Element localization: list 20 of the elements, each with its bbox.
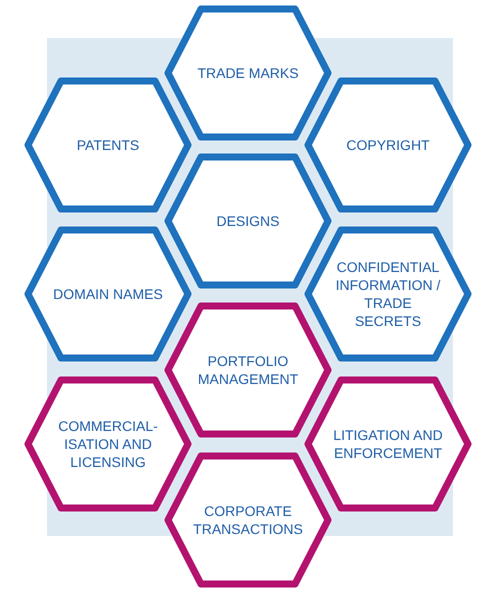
hexagon-label: DESIGNS: [215, 212, 280, 230]
hexagon: [304, 77, 472, 213]
hexagon-label: CONFIDENTIAL INFORMATION / TRADE SECRETS: [334, 258, 442, 330]
hexagon-label: CORPORATE TRANSACTIONS: [192, 502, 304, 538]
hexagon-label: COMMERCIAL-ISATION AND LICENSING: [57, 417, 159, 471]
hexagon: [164, 5, 332, 141]
hexagon: [304, 376, 472, 512]
hexagon: [24, 376, 192, 512]
hexagon-label: TRADE MARKS: [196, 64, 300, 82]
hexagon-label: COPYRIGHT: [345, 136, 431, 154]
hexagon-label: DOMAIN NAMES: [52, 285, 164, 303]
hexagon: [164, 153, 332, 289]
hexagon-label: PATENTS: [76, 136, 140, 154]
hexagon: [164, 302, 332, 438]
hexagon: [304, 226, 472, 362]
hexagon: [24, 77, 192, 213]
hexagon-label: LITIGATION AND ENFORCEMENT: [332, 426, 444, 462]
hexagon: [24, 226, 192, 362]
hexagon-label: PORTFOLIO MANAGEMENT: [196, 352, 300, 388]
hexagon: [164, 452, 332, 588]
